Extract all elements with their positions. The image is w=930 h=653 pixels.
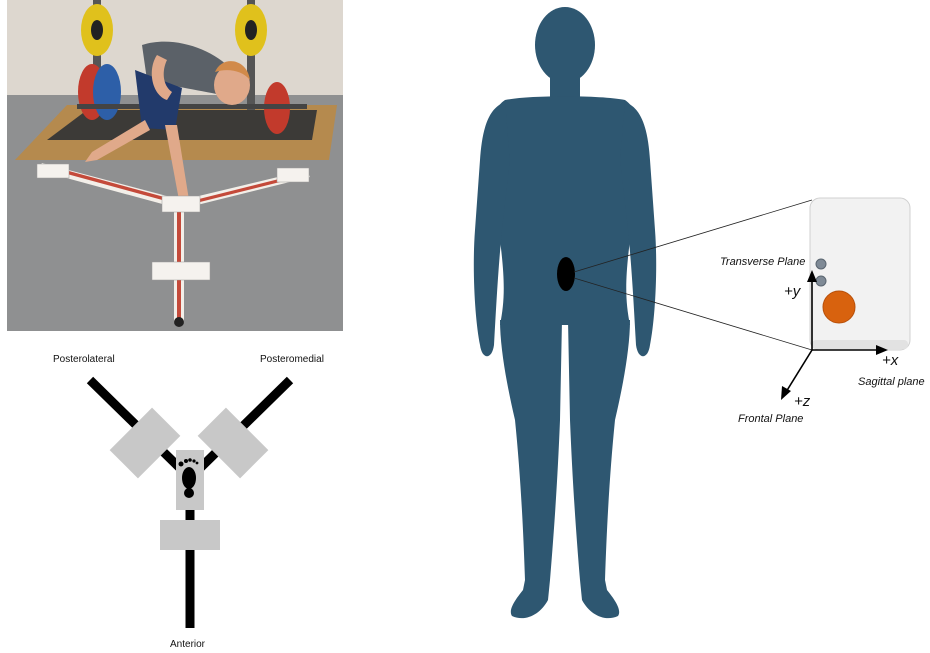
imu-led-icon: [816, 259, 826, 269]
posterolateral-label: Posterolateral: [53, 354, 115, 365]
imu-button-icon: [823, 291, 855, 323]
z-axis-arrowhead: [781, 386, 791, 400]
anterior-label: Anterior: [170, 639, 205, 650]
frontal-plane-label: Frontal Plane: [738, 413, 803, 425]
stance-platform: [162, 196, 200, 212]
weight-plate: [91, 20, 103, 40]
transverse-plane-label: Transverse Plane: [720, 256, 805, 268]
y-axis-label: +y: [784, 283, 800, 300]
z-axis: [786, 350, 812, 392]
sagittal-plane-label: Sagittal plane: [858, 376, 925, 388]
x-axis-label: +x: [882, 352, 898, 369]
silhouette-head: [535, 7, 595, 83]
posteromedial-label: Posteromedial: [260, 354, 324, 365]
rail-end-cap: [174, 317, 184, 327]
y-axis-arrowhead: [807, 270, 817, 282]
barbell: [77, 104, 307, 109]
silhouette-left-leg: [500, 320, 562, 618]
weight-plate: [93, 64, 121, 120]
anterior-indicator: [160, 520, 220, 550]
y-balance-test-photo: [7, 0, 343, 331]
imu-sensor: [810, 198, 910, 350]
posterolateral-indicator: [110, 408, 181, 479]
human-silhouette: [420, 0, 720, 653]
reach-indicator: [152, 262, 210, 280]
reach-indicator: [37, 164, 69, 178]
imu-led-icon: [816, 276, 826, 286]
imu-sensor-edge: [812, 340, 908, 349]
posteromedial-indicator: [198, 408, 269, 479]
z-axis-label: +z: [794, 393, 810, 410]
silhouette-right-leg: [568, 320, 630, 618]
y-balance-diagram: [0, 340, 340, 640]
reach-indicator: [277, 168, 309, 182]
weight-plate: [245, 20, 257, 40]
imu-location-marker: [557, 257, 575, 291]
